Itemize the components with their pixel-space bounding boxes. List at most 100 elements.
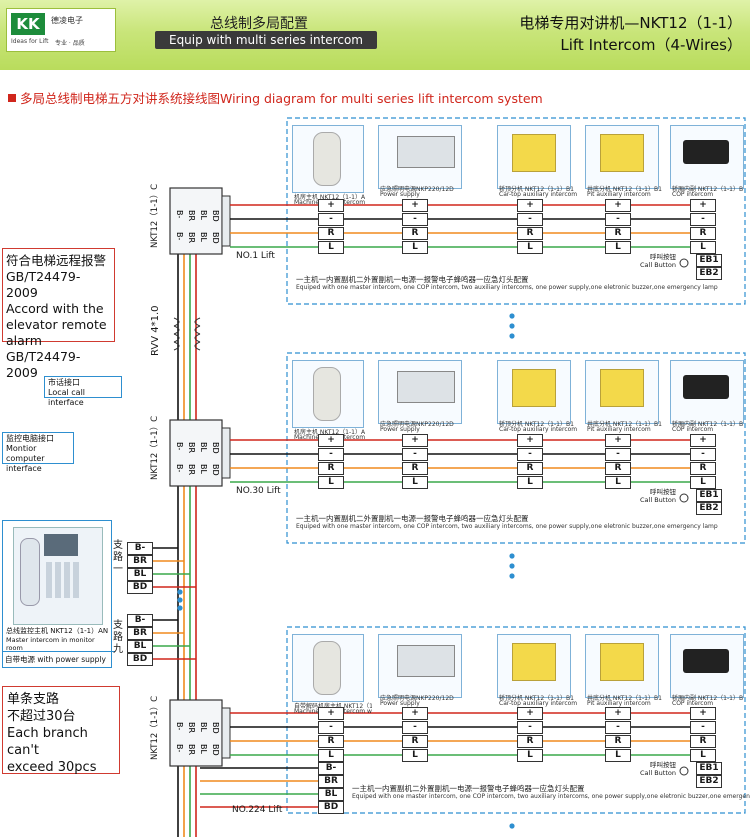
continuation-dot [509, 553, 515, 559]
call-button-terminal: EB2 [696, 775, 722, 788]
branch-note-line: Each branch can't [7, 726, 88, 758]
junction-terminal-label: BR [187, 232, 196, 243]
continuation-dot [509, 573, 515, 579]
device-terminal: R [605, 227, 631, 240]
branch-note-line: 单条支路 [7, 692, 60, 707]
junction-terminal-label: B- [175, 442, 184, 450]
logo-mark: KK [11, 13, 45, 35]
device-terminal: + [605, 707, 631, 720]
call-button-icon [679, 258, 689, 268]
device-label-cn: 轿顶分机 NKT12（1-1）B1 [499, 695, 574, 702]
device-terminal: L [318, 476, 344, 489]
alarm-note-line: GB/T24479-2009 [6, 269, 81, 300]
junction-terminal-label: BR [187, 722, 196, 733]
device-label-en: Car-top auxiliary intercom [499, 700, 578, 707]
device-terminal: - [690, 448, 716, 461]
device-terminal: L [605, 241, 631, 254]
device-terminal: L [690, 476, 716, 489]
lift-summary-cn: 一主机一内置副机二外置副机一电源一报警电子蜂鸣器一应急灯头配置 [352, 784, 585, 793]
lift-number-label: NO.30 Lift [236, 486, 281, 496]
device-label-en: Power supply [380, 191, 420, 198]
cable-twist-mark [194, 317, 201, 327]
device-terminal: L [517, 476, 543, 489]
junction-terminal-label: BD [211, 722, 220, 734]
intercom-unit-icon [512, 643, 556, 681]
call-button-terminal: EB2 [696, 267, 722, 280]
page-title-text: 多局总线制电梯五方对讲系统接线图Wiring diagram for multi… [20, 91, 543, 106]
device-image [292, 634, 364, 702]
junction-box-side [221, 195, 231, 247]
junction-terminal-label: BL [199, 210, 208, 220]
product-title-en: Lift Intercom（4-Wires） [560, 36, 742, 54]
device-terminal: R [318, 735, 344, 748]
junction-model-label: NKT12（1-1）C [150, 695, 160, 760]
device-label-en: Pit auxiliary intercom [587, 426, 651, 433]
device-terminal: R [402, 227, 428, 240]
device-image [670, 360, 744, 424]
junction-terminal-label: BL [199, 442, 208, 452]
handset-icon [313, 641, 341, 695]
call-button-terminal: EB1 [696, 762, 722, 775]
intercom-unit-icon [683, 649, 729, 673]
device-terminal: R [605, 735, 631, 748]
lift-bus-terminal: B- [318, 762, 344, 775]
junction-box-side [221, 427, 231, 479]
device-label-en: COP intercom [672, 191, 714, 198]
device-terminal: - [605, 448, 631, 461]
bus-terminal: BL [127, 568, 153, 581]
device-terminal: - [402, 213, 428, 226]
alarm-note-line: GB/T24479-2009 [6, 349, 81, 380]
bus-terminal: BR [127, 627, 153, 640]
page-title: 多局总线制电梯五方对讲系统接线图Wiring diagram for multi… [8, 88, 543, 107]
handset-icon [313, 132, 341, 186]
device-label-cn: 轿厢内副 NKT12（1-1）B [672, 695, 744, 702]
master-screen [44, 534, 78, 556]
device-terminal: L [517, 241, 543, 254]
junction-terminal-label: B- [175, 464, 184, 472]
device-label-cn: 井底分机 NKT12（1-1）B1 [587, 421, 662, 428]
cable-twist-mark [173, 317, 180, 327]
device-image [378, 125, 462, 189]
cable-twist-mark [173, 333, 180, 343]
logo-slogan-en: Ideas for Lift [11, 38, 49, 45]
device-label-en: COP intercom [672, 426, 714, 433]
continuation-dot [509, 823, 515, 829]
cable-twist-mark [194, 333, 201, 343]
handset-icon [20, 538, 40, 606]
continuation-dot [177, 589, 183, 595]
device-terminal: L [402, 749, 428, 762]
lift-frame [286, 626, 746, 814]
junction-model-label: NKT12（1-1）C [150, 183, 160, 248]
device-label-cn: 井底分机 NKT12（1-1）B1 [587, 695, 662, 702]
device-terminal: R [690, 735, 716, 748]
branch-9-label: 支路九 [113, 620, 123, 655]
product-title-cn: 电梯专用对讲机—NKT12（1-1） [519, 14, 742, 32]
call-button-label-en: Call Button [640, 261, 676, 269]
device-terminal: L [690, 241, 716, 254]
intercom-unit-icon [683, 375, 729, 399]
master-label-cn: 总线监控主机 NKT12（1-1）AN [6, 627, 109, 635]
master-power-label: 自带电源 with power supply [3, 651, 115, 668]
device-label-cn: 轿顶分机 NKT12（1-1）B1 [499, 421, 574, 428]
local-call-cn: 市话接口 [48, 378, 80, 387]
device-terminal: + [690, 199, 716, 212]
device-label-en: Car-top auxiliary intercom [499, 191, 578, 198]
power-supply-icon [397, 371, 455, 403]
device-terminal: - [690, 721, 716, 734]
device-image [497, 634, 571, 698]
lift-summary-en: Equiped with one master intercom, one CO… [352, 793, 750, 800]
device-terminal: R [402, 462, 428, 475]
lift-frame [286, 352, 746, 544]
continuation-dot [177, 597, 183, 603]
call-button-label-cn: 呼叫按钮 [650, 253, 676, 261]
device-image [670, 634, 744, 698]
junction-box [169, 419, 223, 487]
device-terminal: - [690, 213, 716, 226]
junction-box-side [221, 707, 231, 759]
alarm-note-line: Accord with the [6, 301, 104, 316]
device-label-cn: 轿厢内副 NKT12（1-1）B [672, 421, 744, 428]
cable-twist-mark [173, 341, 180, 351]
device-terminal: + [517, 707, 543, 720]
call-button-label-cn: 呼叫按钮 [650, 488, 676, 496]
